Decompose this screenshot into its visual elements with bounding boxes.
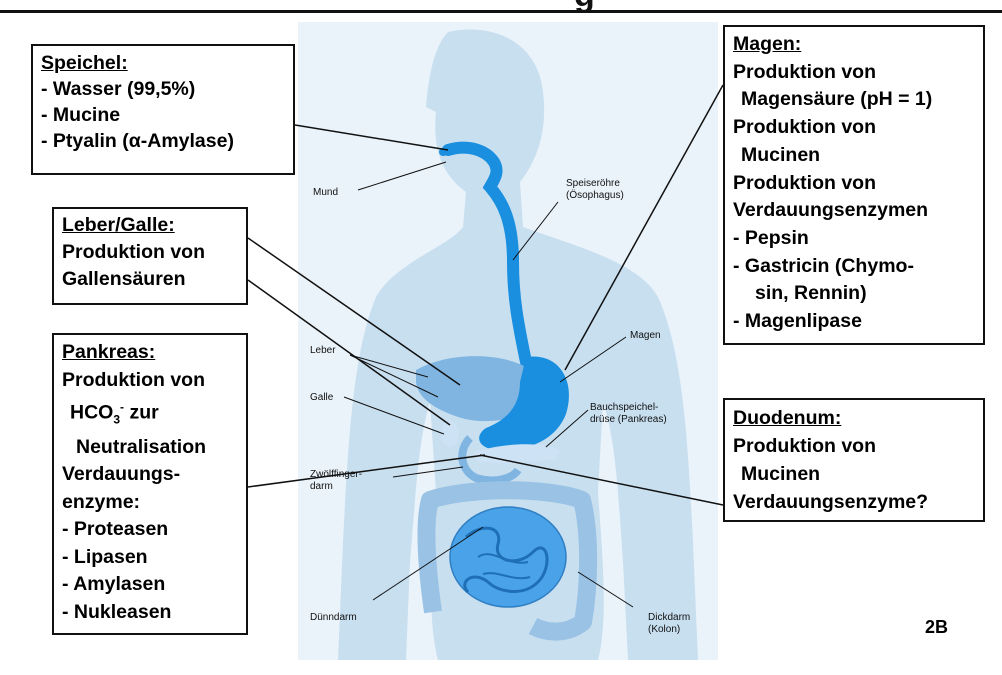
pankreas-item: - Proteasen — [62, 518, 169, 541]
gallbladder — [441, 421, 459, 447]
speichel-item: - Mucine — [41, 104, 121, 126]
magen-item: sin, Rennin) — [755, 282, 867, 305]
magen-line: Verdauungsenzymen — [733, 199, 929, 222]
magen-item: - Pepsin — [733, 226, 809, 249]
label-leber: Leber — [310, 345, 336, 356]
magen-line: Mucinen — [741, 143, 821, 166]
small-intestine-loops-2 — [477, 553, 531, 580]
figure-label-lines — [343, 161, 634, 608]
duodenum-line: Mucinen — [741, 463, 821, 485]
digestive-system-figure: Mund Speiseröhre (Ösophagus) Magen Leber… — [298, 22, 718, 660]
connector-galle — [247, 279, 451, 426]
connector-pankreas — [247, 454, 486, 488]
pankreas-item: - Nukleasen — [62, 600, 172, 623]
hco3-superscript: - — [120, 400, 125, 414]
magen-item: - Gastricin (Chymo- — [733, 254, 914, 277]
connector-leber — [247, 237, 461, 386]
magen-line: Produktion von — [733, 171, 876, 194]
label-magen: Magen — [630, 330, 661, 341]
label-duenndarm: Dünndarm — [310, 612, 357, 623]
pankreas-line: Neutralisation — [76, 435, 207, 458]
pankreas-line: enzyme: — [62, 490, 141, 513]
esophagus — [442, 141, 532, 368]
speichel-title: Speichel: — [41, 52, 128, 74]
leber-galle-box: Leber/Galle: Produktion von Gallensäuren — [52, 207, 248, 305]
label-zwoelffingerdarm-2: darm — [310, 481, 333, 492]
header-rule — [0, 10, 1002, 13]
label-speiseroehre-2: (Ösophagus) — [566, 189, 624, 201]
label-galle: Galle — [310, 392, 334, 403]
header-title-fragment: g — [574, 0, 595, 15]
mouth — [439, 144, 462, 156]
leber-galle-line: Gallensäuren — [62, 268, 186, 290]
pankreas-box: Pankreas: Produktion von HCO3- zur Neutr… — [52, 333, 248, 635]
hco3-base: HCO — [70, 401, 114, 424]
label-dickdarm-2: (Kolon) — [648, 624, 680, 635]
liver — [416, 356, 526, 422]
hco3-subscript: 3 — [113, 412, 121, 427]
pankreas-item: - Lipasen — [62, 545, 148, 568]
duodenum-box: Duodenum: Produktion von Mucinen Verdauu… — [723, 398, 985, 522]
connector-magen — [564, 84, 724, 371]
label-bauchspeicheldruese-2: drüse (Pankreas) — [590, 414, 667, 425]
duodenum — [458, 435, 522, 485]
leber-galle-line: Produktion von — [62, 241, 205, 263]
label-mund: Mund — [313, 187, 338, 198]
pankreas-item: - Amylasen — [62, 573, 166, 596]
page-number: 2B — [925, 617, 949, 637]
magen-title: Magen: — [733, 33, 802, 55]
hco3-rest: zur — [124, 401, 159, 424]
magen-line: Produktion von — [733, 60, 876, 83]
speichel-item: - Wasser (99,5%) — [41, 78, 196, 100]
pankreas-hco3-line: HCO3- zur — [62, 394, 238, 434]
label-speiseroehre-1: Speiseröhre — [566, 178, 620, 189]
connector-speichel — [294, 124, 449, 151]
pankreas-title: Pankreas: — [62, 341, 156, 363]
duodenum-line: Verdauungsenzyme? — [733, 491, 929, 513]
speichel-box: Speichel: - Wasser (99,5%) - Mucine - Pt… — [31, 44, 295, 175]
duodenum-line: Produktion von — [733, 435, 876, 457]
pankreas-line: Produktion von — [62, 368, 205, 391]
magen-line: Produktion von — [733, 116, 876, 139]
label-bauchspeicheldruese-1: Bauchspeichel- — [590, 402, 658, 413]
duodenum-title: Duodenum: — [733, 407, 842, 429]
large-intestine — [417, 481, 598, 641]
connector-duodenum — [479, 454, 724, 506]
magen-item: - Magenlipase — [733, 310, 862, 333]
magen-box: Magen: Produktion von Magensäure (pH = 1… — [723, 25, 985, 345]
small-intestine-loops — [463, 526, 549, 594]
label-dickdarm-1: Dickdarm — [648, 612, 690, 623]
magen-line: Magensäure (pH = 1) — [741, 88, 933, 111]
leber-galle-title: Leber/Galle: — [62, 214, 175, 236]
stomach — [479, 356, 569, 451]
speichel-item: - Ptyalin (α-Amylase) — [41, 130, 234, 152]
pankreas-line: Verdauungs- — [62, 463, 181, 486]
